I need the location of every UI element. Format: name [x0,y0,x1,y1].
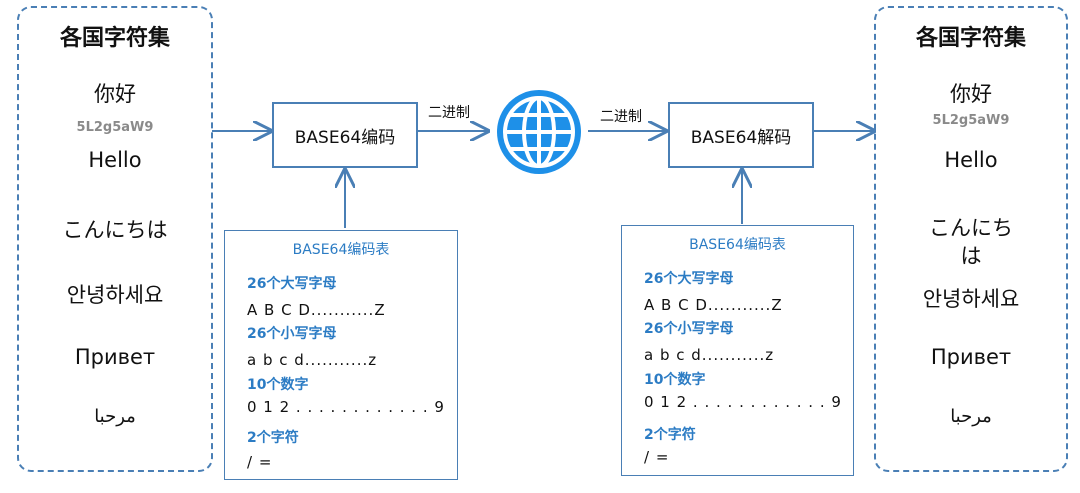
globe-icon [497,90,581,174]
decode-table-lower-row: a b c d...........z [644,346,775,364]
left-charset-japanese: こんにちは [62,218,168,242]
encode-table-digit-row: 0 1 2 . . . . . . . . . . . . 9 [247,398,445,416]
decode-table-title: BASE64编码表 [689,237,786,253]
encode-table-symbol-row: / = [247,453,273,471]
right-charset-korean: 안녕하세요 [922,287,1020,311]
decode-table-lower-head: 26个小写字母 [644,321,734,337]
edge-label-to-network: 二进制 [428,105,470,121]
encode-box-label: BASE64编码 [294,127,396,148]
decode-box-label: BASE64解码 [690,127,792,148]
encode-table-symbol-head: 2个字符 [247,430,299,446]
right-charset-arabic: مرحبا [950,406,992,427]
right-charset-japanese-line2: は [960,244,982,268]
encode-table-lower-head: 26个小写字母 [247,326,337,342]
encode-table: BASE64编码表 26个大写字母 A B C D...........Z 26… [224,230,458,480]
left-charset-arabic: مرحبا [94,406,136,427]
decode-table-upper-row: A B C D...........Z [644,296,783,314]
right-charset-panel: 各国字符集 你好 5L2g5aW9 Hello こんにち は 안녕하세요 При… [874,6,1068,472]
edge-label-from-network: 二进制 [600,109,642,125]
decode-table-upper-head: 26个大写字母 [644,271,734,287]
decode-box: BASE64解码 [668,102,814,168]
encode-table-title: BASE64编码表 [292,242,390,258]
left-charset-english: Hello [88,148,142,172]
left-charset-korean: 안녕하세요 [66,283,164,307]
encode-table-upper-head: 26个大写字母 [247,276,337,292]
right-charset-japanese-line1: こんにち [929,216,1013,240]
right-charset-english: Hello [944,148,998,172]
decode-table: BASE64编码表 26个大写字母 A B C D...........Z 26… [621,225,854,476]
left-charset-title: 各国字符集 [59,26,170,51]
encode-box: BASE64编码 [272,102,418,168]
decode-table-digit-row: 0 1 2 . . . . . . . . . . . . 9 [644,393,842,411]
right-charset-encoded: 5L2g5aW9 [932,113,1010,128]
encode-table-digit-head: 10个数字 [247,377,309,393]
right-charset-russian: Привет [930,345,1012,369]
left-charset-chinese: 你好 [94,82,136,106]
left-charset-russian: Привет [74,345,156,369]
decode-table-symbol-head: 2个字符 [644,427,696,443]
left-charset-encoded: 5L2g5aW9 [76,120,154,135]
right-charset-chinese: 你好 [950,82,992,106]
decode-table-symbol-row: / = [644,448,670,466]
right-charset-title: 各国字符集 [915,26,1026,51]
encode-table-upper-row: A B C D...........Z [247,301,386,319]
encode-table-lower-row: a b c d...........z [247,351,378,369]
decode-table-digit-head: 10个数字 [644,372,706,388]
left-charset-panel: 各国字符集 你好 5L2g5aW9 Hello こんにちは 안녕하세요 Прив… [17,6,213,472]
